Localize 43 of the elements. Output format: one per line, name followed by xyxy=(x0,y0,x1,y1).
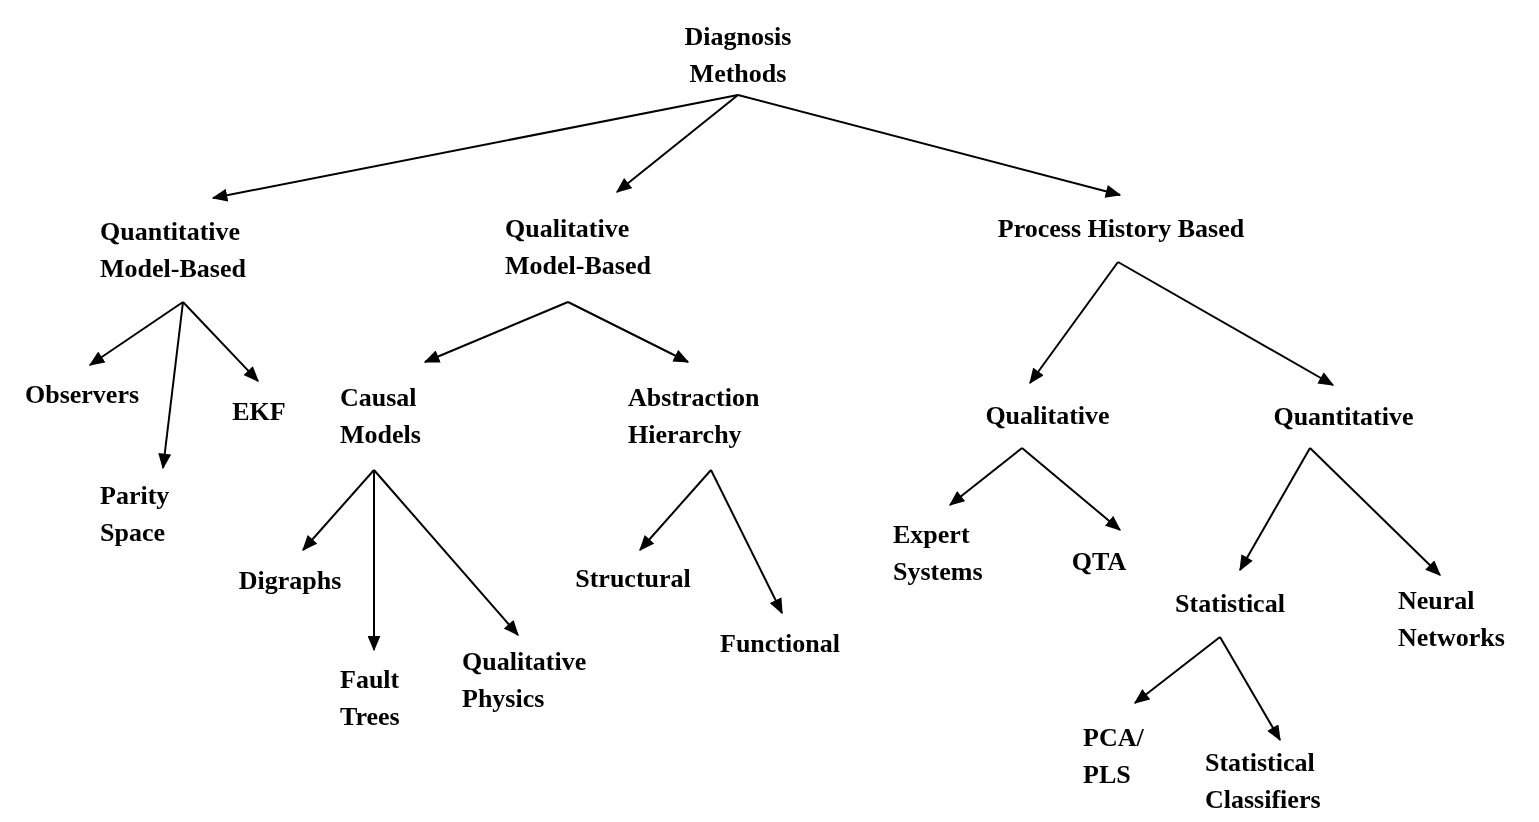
arrow xyxy=(1239,447,1311,572)
arrow xyxy=(737,94,1122,198)
arrow xyxy=(423,301,569,363)
arrow xyxy=(1029,261,1119,385)
arrow xyxy=(1133,636,1221,704)
arrow xyxy=(367,469,381,652)
arrow xyxy=(182,301,259,382)
category-label: Causal Models xyxy=(340,382,422,451)
category-label: PCA/ PLS xyxy=(1083,721,1145,791)
category-label: Fault Trees xyxy=(340,663,401,733)
category-label: Statistical xyxy=(1175,588,1285,620)
arrow xyxy=(373,469,519,636)
category-label: Quantitative xyxy=(1273,401,1414,433)
category-label: Statistical Classifiers xyxy=(1205,747,1322,816)
arrow xyxy=(639,469,712,551)
arrow xyxy=(302,469,375,551)
arrow xyxy=(1309,447,1441,576)
category-label: Functional xyxy=(720,627,840,660)
category-label: Abstraction Hierarchy xyxy=(628,382,761,451)
category-label: Structural xyxy=(575,563,691,595)
category-label: Qualitative Model-Based xyxy=(505,213,652,282)
category-label: Diagnosis Methods xyxy=(683,21,793,90)
arrow xyxy=(949,447,1023,506)
arrow xyxy=(88,301,184,366)
category-label: Parity Space xyxy=(100,480,171,549)
arrow xyxy=(1117,261,1335,386)
category-label: QTA xyxy=(1071,545,1127,578)
category-label: Expert Systems xyxy=(893,518,984,588)
arrow xyxy=(1219,636,1281,742)
arrow xyxy=(211,94,739,202)
category-label: Quantitative Model-Based xyxy=(100,216,247,285)
category-label: Digraphs xyxy=(238,564,342,597)
arrow xyxy=(567,301,690,363)
category-label: Qualitative Physics xyxy=(462,646,588,715)
category-label: EKF xyxy=(232,395,286,428)
arrow xyxy=(710,469,783,615)
category-label: Neural Networks xyxy=(1398,585,1506,654)
arrow xyxy=(1021,447,1121,531)
arrow xyxy=(616,94,739,193)
category-label: Observers xyxy=(24,378,140,411)
arrow xyxy=(158,301,184,470)
category-label: Qualitative xyxy=(985,400,1110,432)
category-label: Process History Based xyxy=(997,213,1245,245)
